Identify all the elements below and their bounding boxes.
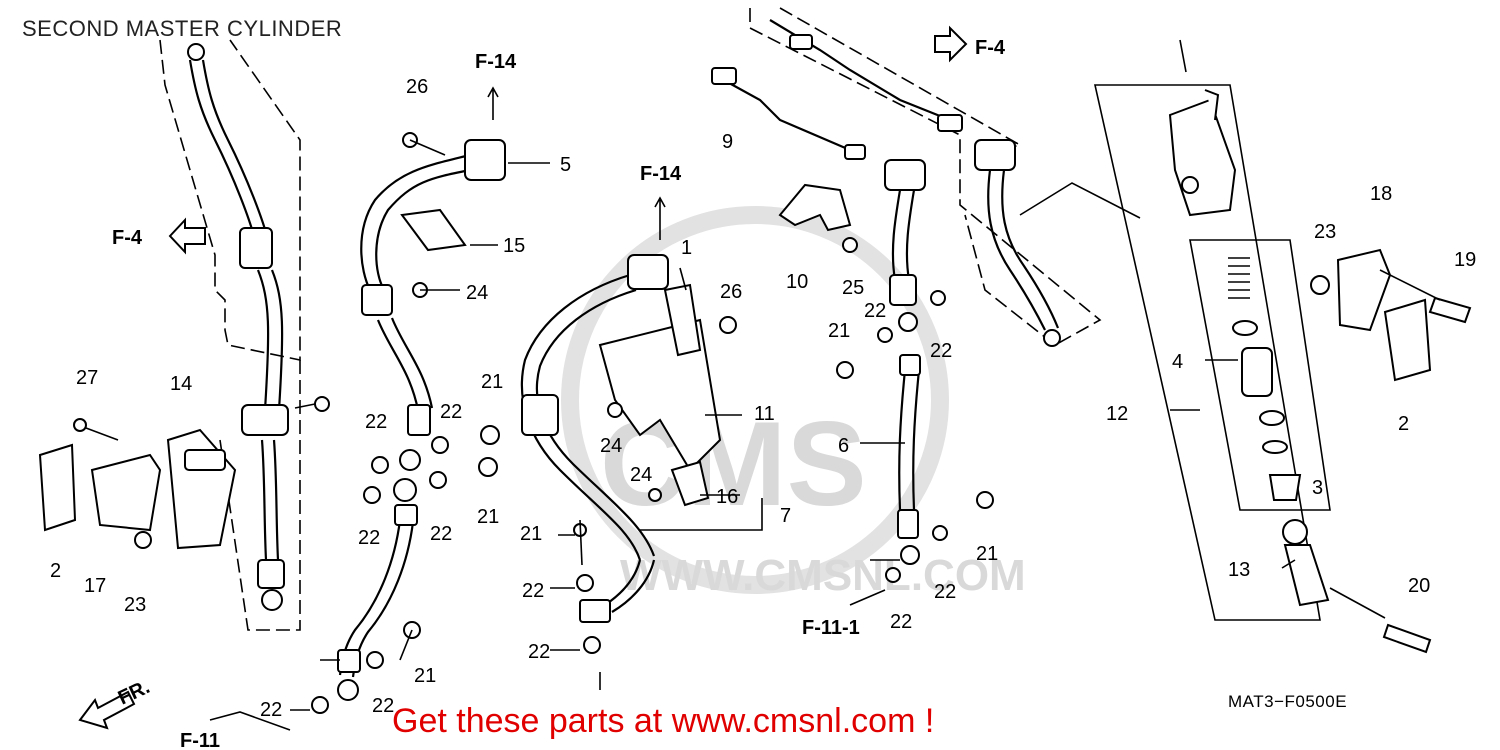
callout-25: 25 xyxy=(842,277,864,299)
callout-2-right: 2 xyxy=(1398,413,1409,435)
callout-21-b: 21 xyxy=(477,506,499,528)
callout-22-c: 22 xyxy=(358,527,380,549)
front-direction-arrow-icon xyxy=(78,690,136,730)
callout-11: 11 xyxy=(754,403,775,425)
callout-22-h: 22 xyxy=(930,340,952,362)
callout-4: 4 xyxy=(1172,351,1183,373)
footer-link-text[interactable]: Get these parts at www.cmsnl.com ! xyxy=(392,702,935,740)
callout-10: 10 xyxy=(786,271,808,293)
brake-hose-7 xyxy=(520,254,669,654)
callout-17: 17 xyxy=(84,575,106,597)
callout-14: 14 xyxy=(170,373,192,395)
brake-hose-upper-right xyxy=(974,139,1061,347)
callout-7: 7 xyxy=(780,505,791,527)
clip-15 xyxy=(400,208,467,298)
callout-23-left: 23 xyxy=(124,594,146,616)
callout-22-j: 22 xyxy=(890,611,912,633)
callout-22-e: 22 xyxy=(522,580,544,602)
callout-1: 1 xyxy=(681,237,692,259)
callout-21-c: 21 xyxy=(520,523,542,545)
arrow-left-icon xyxy=(168,217,206,255)
ref-f11: F-11 xyxy=(180,730,220,750)
callout-27: 27 xyxy=(76,367,98,389)
master-cylinder-12 xyxy=(1168,89,1237,217)
reference-labels: F-4 F-4 F-14 F-14 F-11 F-11-1 FR. xyxy=(112,37,1006,750)
callout-22-l: 22 xyxy=(372,695,394,717)
callout-26-a: 26 xyxy=(406,76,428,98)
brake-hose-6 xyxy=(836,159,994,583)
callout-16: 16 xyxy=(716,486,738,508)
callout-13: 13 xyxy=(1228,559,1250,581)
callout-3: 3 xyxy=(1312,477,1323,499)
callout-23-right: 23 xyxy=(1314,221,1336,243)
bracket-18 xyxy=(1310,248,1472,382)
callout-15: 15 xyxy=(503,235,525,257)
callout-6: 6 xyxy=(838,435,849,457)
arrow-up-icon xyxy=(654,196,666,240)
callout-2-left: 2 xyxy=(50,560,61,582)
watermark-url-text: WWW.CMSNL.COM xyxy=(620,551,1026,600)
master-cylinder-frame xyxy=(1094,84,1321,621)
callout-22-i: 22 xyxy=(934,581,956,603)
arrow-right-icon xyxy=(934,25,968,63)
callout-24-c: 24 xyxy=(630,464,652,486)
ref-f14-top: F-14 xyxy=(475,51,517,73)
callout-22-f: 22 xyxy=(528,641,550,663)
left-brake-hose xyxy=(187,43,289,611)
callout-24-b: 24 xyxy=(600,435,622,457)
bracket-11 xyxy=(598,283,737,507)
reference-arrows xyxy=(78,25,968,730)
callout-5: 5 xyxy=(560,154,571,176)
callout-21-f: 21 xyxy=(414,665,436,687)
callout-18: 18 xyxy=(1370,183,1392,205)
piston-kit-4 xyxy=(1228,257,1302,501)
callout-22-b: 22 xyxy=(440,401,462,423)
brake-pipe-9 xyxy=(711,19,963,160)
assembly-boundaries xyxy=(159,7,1331,631)
callout-numbers: 1 2 2 3 4 5 6 7 9 10 11 12 13 14 15 16 1… xyxy=(50,76,1476,721)
callout-21-a: 21 xyxy=(481,371,503,393)
leader-lines xyxy=(209,39,1441,731)
callout-20: 20 xyxy=(1408,575,1430,597)
joint-13 xyxy=(1282,519,1432,654)
ref-f4-right: F-4 xyxy=(975,37,1006,59)
callout-12: 12 xyxy=(1106,403,1128,425)
bracket-10 xyxy=(778,183,858,253)
callout-24-a: 24 xyxy=(466,282,488,304)
callout-19: 19 xyxy=(1454,249,1476,271)
callout-22-d: 22 xyxy=(430,523,452,545)
callout-26-b: 26 xyxy=(720,281,742,303)
ref-f14-mid: F-14 xyxy=(640,163,682,185)
brake-hose-8 xyxy=(337,504,421,701)
diagram-code: MAT3−F0500E xyxy=(1228,692,1348,711)
diagram-title: SECOND MASTER CYLINDER xyxy=(22,16,343,41)
callout-21-d: 21 xyxy=(828,320,850,342)
left-master-cylinder xyxy=(38,396,330,550)
ref-f4-left: F-4 xyxy=(112,227,143,249)
brake-hose-5 xyxy=(360,132,506,436)
callout-21-e: 21 xyxy=(976,543,998,565)
callout-22-a: 22 xyxy=(365,411,387,433)
arrow-up-icon xyxy=(487,86,499,120)
callout-9: 9 xyxy=(722,131,733,153)
ref-f11-1: F-11-1 xyxy=(802,617,860,639)
callout-22-g: 22 xyxy=(864,300,886,322)
callout-22-k: 22 xyxy=(260,699,282,721)
washers-left-cluster xyxy=(311,425,500,714)
piston-kit-frame xyxy=(1189,239,1331,511)
